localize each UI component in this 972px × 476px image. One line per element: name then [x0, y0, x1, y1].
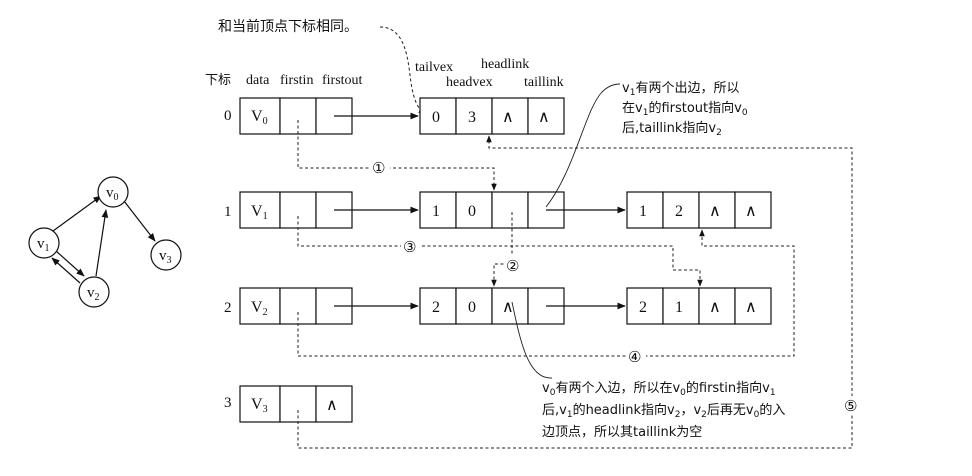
header-headvex: headvex [446, 75, 493, 90]
vertex-row-3: 3 V3 ∧ [224, 385, 353, 423]
graph-node-v2: v2 [78, 276, 110, 308]
edge-node-2-1: 2 1 ∧ ∧ [626, 287, 772, 325]
vertex-row-1: 1 V1 [224, 191, 353, 229]
edge-node-1-0: 1 0 [419, 191, 565, 229]
vertex-name: V [251, 108, 263, 125]
arrow-firstin-3 [297, 135, 853, 449]
header-tailvex: tailvex [415, 60, 453, 75]
graph-node-v3: v3 [150, 239, 182, 271]
headvex-value: 0 [468, 203, 476, 220]
tailvex-value: 2 [432, 299, 440, 316]
arrow-firstin-1 [297, 216, 703, 287]
vertex-sub: 1 [263, 211, 268, 222]
vertex-name: V [251, 396, 263, 413]
row-index: 3 [224, 395, 232, 411]
headvex-value: 3 [468, 109, 476, 126]
graph-edge-v2-v1 [51, 257, 81, 284]
row-index: 1 [224, 204, 232, 220]
note-bottom-line-1: v0有两个入边，所以在v0的firstin指向v1 [542, 380, 776, 398]
graph-edge-v2-v0 [95, 209, 109, 277]
svg-text:v1: v1 [37, 236, 50, 254]
note-bottom-pointer [511, 301, 553, 379]
vertex-sub: 2 [263, 307, 268, 318]
note-bottom-line-2: 后,v1的headlink指向v2，v2后再无v0的入 [542, 402, 785, 420]
svg-text:⑤: ⑤ [844, 397, 857, 415]
svg-text:④: ④ [628, 348, 641, 366]
svg-text:v2: v2 [87, 285, 100, 303]
note-top-pointer [379, 26, 426, 115]
headlink-null: ∧ [709, 299, 721, 316]
arrow-headlink-1-0 [491, 212, 513, 287]
taillink-null: ∧ [538, 109, 550, 126]
marker-4: ④ [626, 347, 646, 366]
headvex-value: 2 [675, 203, 683, 220]
tailvex-value: 1 [639, 203, 647, 220]
vertex-name: V [251, 299, 263, 316]
data-cell [239, 385, 281, 423]
header-index: 下标 [205, 73, 231, 88]
row-index: 2 [224, 300, 232, 316]
svg-text:V1: V1 [251, 203, 268, 222]
note-right-line-1: v1有两个出边，所以 [622, 81, 739, 98]
vertex-sub: 3 [263, 404, 268, 415]
header-firstout: firstout [322, 73, 363, 88]
headlink-null: ∧ [709, 203, 721, 220]
vertex-sub: 0 [263, 116, 268, 127]
svg-text:v0: v0 [106, 185, 119, 203]
taillink-null: ∧ [745, 203, 757, 220]
taillink-null: ∧ [745, 299, 757, 316]
note-bottom-line-3: 边顶点，所以其taillink为空 [542, 425, 702, 440]
tailvex-value: 0 [432, 109, 440, 126]
arrow-firstin-0 [297, 120, 497, 191]
edge-node-2-0: 2 0 ∧ [419, 287, 565, 325]
svg-text:③: ③ [403, 238, 416, 256]
marker-2: ② [504, 256, 524, 275]
headlink-null: ∧ [502, 299, 514, 316]
marker-5: ⑤ [842, 396, 862, 415]
vertex-row-0: 0 V0 [224, 97, 353, 135]
svg-text:V2: V2 [251, 299, 268, 318]
tailvex-value: 1 [432, 203, 440, 220]
graph-node-v1: v1 [28, 227, 60, 259]
vertex-name: V [251, 203, 263, 220]
note-right-line-2: 在v1的firstout指向v0 [622, 100, 748, 118]
data-cell [239, 287, 281, 325]
svg-text:①: ① [372, 159, 385, 177]
edge-node-0-3: 0 3 ∧ ∧ [419, 97, 565, 135]
note-right-pointer [545, 83, 621, 208]
vertex-row-2: 2 V2 [224, 287, 353, 325]
header-taillink: taillink [524, 75, 564, 90]
marker-3: ③ [401, 237, 421, 256]
headvex-value: 0 [468, 299, 476, 316]
graph-edge-v0-v3 [123, 200, 156, 242]
note-right-line-3: 后,taillink指向v2 [622, 120, 722, 138]
graph-edge-v1-v2 [55, 250, 85, 277]
firstout-cell [315, 385, 353, 423]
data-cell [239, 97, 281, 135]
data-cell [239, 191, 281, 229]
graph-drawing: v0 v1 v2 v3 [28, 176, 182, 308]
firstin-cell [279, 97, 317, 135]
svg-text:V3: V3 [251, 396, 268, 415]
edge-node-1-2: 1 2 ∧ ∧ [626, 191, 772, 229]
graph-edge-v1-v0 [52, 195, 102, 232]
arrow-firstin-2 [297, 229, 795, 357]
header-data: data [246, 73, 270, 88]
marker-1: ① [370, 158, 390, 177]
header-firstin: firstin [280, 73, 313, 88]
headlink-null: ∧ [502, 109, 514, 126]
null-symbol: ∧ [326, 397, 338, 414]
row-index: 0 [224, 108, 232, 124]
svg-text:②: ② [506, 257, 519, 275]
graph-node-v0: v0 [97, 176, 129, 208]
tailvex-value: 2 [639, 299, 647, 316]
svg-text:V0: V0 [251, 108, 268, 127]
note-top: 和当前顶点下标相同。 [218, 18, 358, 35]
headvex-value: 1 [675, 299, 683, 316]
header-headlink: headlink [481, 57, 529, 72]
svg-text:v3: v3 [159, 248, 172, 266]
